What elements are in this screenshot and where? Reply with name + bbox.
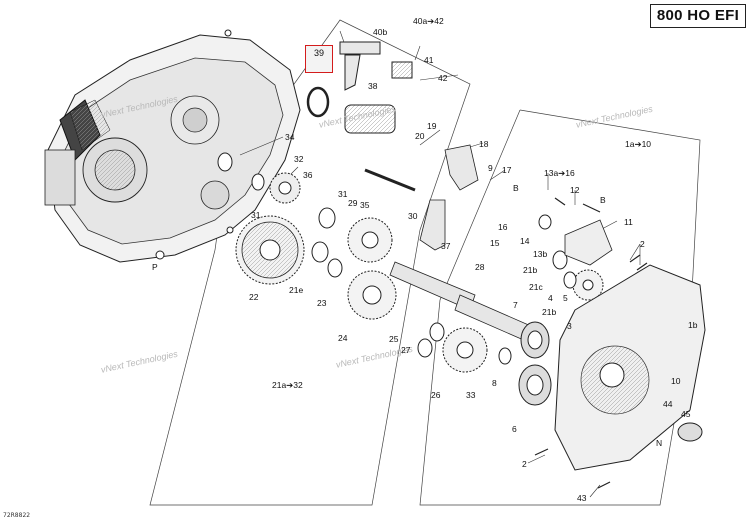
callout-27: 27 <box>401 345 411 355</box>
callout-26: 26 <box>431 390 441 400</box>
callout-12: 12 <box>570 185 580 195</box>
callout-p: P <box>152 262 158 272</box>
callout-9: 9 <box>488 163 493 173</box>
callout-19: 19 <box>427 121 437 131</box>
group-outline-1a <box>419 109 701 506</box>
callout-32: 32 <box>294 154 304 164</box>
gear-22 <box>235 215 305 285</box>
drawing-code: 72R8822 <box>3 512 31 519</box>
callout-15: 15 <box>490 238 500 248</box>
callout-21c: 21c <box>529 282 543 292</box>
callout-22: 22 <box>249 292 259 302</box>
sleeve-45 <box>677 422 703 442</box>
callout-16: 16 <box>498 222 508 232</box>
callout-b-2: B <box>600 195 606 205</box>
callout-43: 43 <box>577 493 587 503</box>
callout-3: 3 <box>567 321 572 331</box>
callout-40a-42: 40a➔42 <box>413 16 444 26</box>
shaft-35 <box>364 168 416 192</box>
callout-10: 10 <box>671 376 681 386</box>
callout-29: 29 <box>348 198 358 208</box>
callout-41: 41 <box>424 55 434 65</box>
shift-drum-38 <box>344 104 396 134</box>
shift-fork-18 <box>444 144 479 191</box>
o-ring-39 <box>306 86 330 118</box>
callout-13a-16: 13a➔16 <box>544 168 575 178</box>
callout-2-upper: 2 <box>640 239 645 249</box>
callout-4: 4 <box>548 293 553 303</box>
right-cover-1b <box>554 264 706 471</box>
gear-21c <box>572 269 604 301</box>
bracket-11 <box>564 219 613 266</box>
callout-13b: 13b <box>533 249 548 259</box>
callout-25: 25 <box>389 334 399 344</box>
gear-24 <box>347 270 397 320</box>
callout-21e: 21e <box>289 285 304 295</box>
callout-1a-10: 1a➔10 <box>625 139 652 149</box>
callout-42: 42 <box>438 73 448 83</box>
callout-21a-32: 21a➔32 <box>272 380 303 390</box>
callout-7: 7 <box>513 300 518 310</box>
callout-28: 28 <box>475 262 485 272</box>
model-badge: 800 HO EFI <box>650 4 746 28</box>
callout-37: 37 <box>441 241 451 251</box>
callout-36: 36 <box>303 170 313 180</box>
callout-14: 14 <box>520 236 530 246</box>
callout-1b: 1b <box>688 320 698 330</box>
callout-11: 11 <box>624 217 633 227</box>
gear-30 <box>347 217 393 263</box>
callout-38: 38 <box>368 81 378 91</box>
callout-20: 20 <box>415 131 425 141</box>
callout-21b-upper: 21b <box>523 265 538 275</box>
bearing-7 <box>520 321 550 359</box>
bearing-6 <box>518 364 552 406</box>
callout-2-lower: 2 <box>522 459 527 469</box>
callout-44: 44 <box>663 399 673 409</box>
callout-18: 18 <box>479 139 489 149</box>
callout-30: 30 <box>408 211 418 221</box>
callout-6: 6 <box>512 424 517 434</box>
callout-5: 5 <box>563 293 568 303</box>
callout-33: 33 <box>466 390 476 400</box>
callout-40b: 40b <box>373 27 388 37</box>
callout-b-1: B <box>513 183 519 193</box>
spring-41 <box>391 61 413 79</box>
callout-35: 35 <box>360 200 370 210</box>
shift-fork-37 <box>419 199 446 251</box>
callout-17: 17 <box>502 165 512 175</box>
shift-shaft-40 <box>339 41 381 91</box>
callout-45: 45 <box>681 409 691 419</box>
gear-32 <box>269 172 301 204</box>
gear-26 <box>442 327 488 373</box>
transmission-housing <box>44 29 301 263</box>
bolts <box>534 197 648 489</box>
callout-34: 34 <box>285 132 295 142</box>
callout-21b-lower: 21b <box>542 307 557 317</box>
callout-39-highlighted[interactable]: 39 <box>305 45 333 73</box>
callout-31: 31 <box>338 189 348 199</box>
callout-8: 8 <box>492 378 497 388</box>
callout-n: N <box>656 438 663 448</box>
callout-23: 23 <box>317 298 327 308</box>
callout-24: 24 <box>338 333 348 343</box>
callout-31-left: 31 <box>251 210 261 220</box>
